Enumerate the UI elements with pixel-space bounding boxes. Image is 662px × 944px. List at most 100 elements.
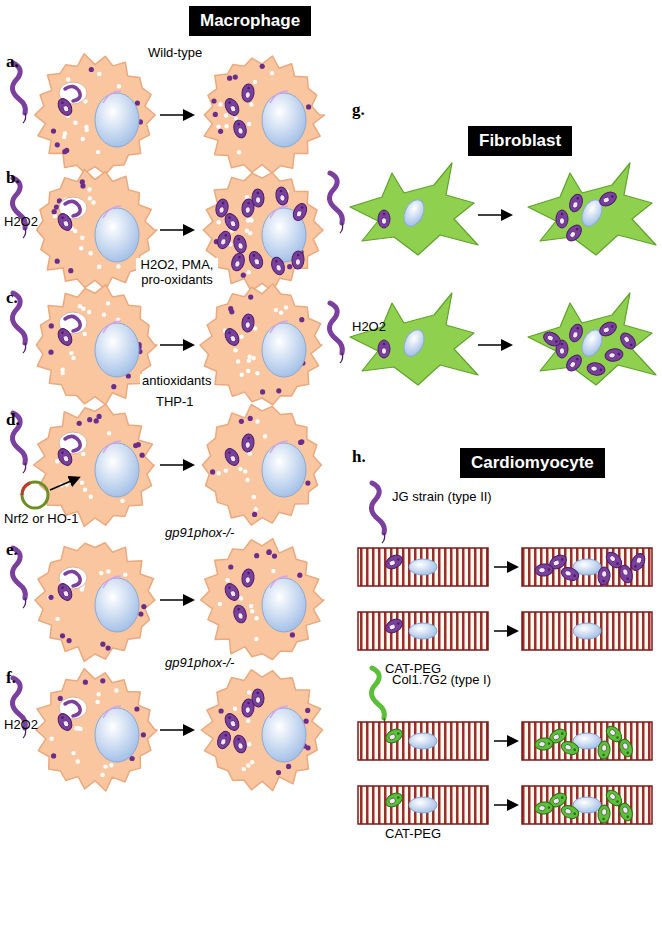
granule: [242, 767, 246, 771]
ellipse-shape: [62, 590, 70, 598]
ellipse-shape: [245, 706, 251, 713]
ellipse-shape: [252, 189, 265, 207]
trypomastigote: [329, 303, 342, 353]
purple-dot: [140, 453, 145, 458]
circle-shape: [383, 213, 386, 216]
macrophage-cell: [36, 669, 157, 791]
amastigote: [232, 734, 248, 755]
ellipse-shape: [623, 335, 631, 343]
ellipse-shape: [572, 331, 579, 339]
circle-shape: [548, 568, 551, 571]
circle-shape: [247, 572, 250, 575]
granule: [253, 80, 257, 84]
purple-dot: [233, 75, 238, 80]
granule: [246, 719, 250, 723]
granule: [107, 431, 111, 435]
circle-shape: [576, 327, 579, 330]
purple-dot: [260, 64, 265, 69]
annotation: gp91phox-/-: [165, 526, 234, 541]
ellipse-shape: [62, 335, 70, 343]
ellipse-shape: [388, 559, 396, 567]
granule: [254, 507, 258, 511]
ellipse-shape: [220, 238, 227, 246]
ellipse-shape: [214, 198, 229, 218]
ellipse-shape: [559, 565, 580, 582]
ellipse-shape: [597, 805, 611, 824]
granule: [55, 459, 59, 463]
granule: [218, 102, 222, 106]
arrow: [494, 630, 516, 632]
ellipse-shape: [564, 222, 585, 244]
circle-shape: [548, 806, 551, 809]
amastigote: [378, 210, 390, 228]
ellipse-shape: [617, 801, 634, 822]
nucleus: [95, 208, 139, 262]
purple-dot: [62, 149, 67, 154]
ellipse-shape: [388, 797, 396, 805]
granule: [274, 308, 278, 312]
macrophage-cell: [35, 54, 156, 175]
purple-dot: [306, 104, 311, 109]
ellipse-shape: [55, 96, 74, 118]
circle-shape: [247, 317, 250, 320]
granule: [95, 700, 99, 704]
granule: [100, 773, 104, 777]
amastigote: [292, 251, 305, 270]
amastigote: [55, 581, 74, 603]
purple-dot: [100, 642, 105, 647]
granule: [279, 311, 283, 315]
circle-shape: [61, 586, 65, 590]
circle-shape: [561, 558, 565, 562]
granule: [224, 124, 228, 128]
ellipse-shape: [378, 210, 390, 228]
internal-trypo: [65, 701, 80, 716]
amastigote: [383, 790, 405, 809]
circle-shape: [383, 343, 386, 346]
nucleus-highlight: [103, 91, 121, 103]
purple-dot: [133, 443, 138, 448]
granule: [91, 200, 95, 204]
purple-dot: [266, 550, 271, 555]
circle-shape: [573, 748, 576, 751]
arrow: [160, 344, 192, 346]
amastigote: [564, 222, 585, 244]
annotation: JG strain (type II): [392, 490, 492, 505]
panel-letter: e.: [6, 540, 18, 560]
granule: [89, 251, 93, 255]
purple-dot: [297, 573, 302, 578]
circle-shape: [397, 622, 401, 626]
granule: [103, 764, 107, 768]
arrow: [478, 214, 510, 216]
ellipse-shape: [538, 805, 545, 811]
purple-dot: [141, 732, 146, 737]
ellipse-shape: [295, 210, 303, 218]
flagellum: [23, 228, 26, 238]
amastigote: [269, 255, 286, 276]
purple-dot: [89, 67, 94, 72]
arrow: [494, 740, 516, 742]
purple-dot: [100, 678, 105, 683]
ellipse-shape: [381, 348, 386, 355]
cardiomyocyte-cell: [358, 722, 488, 760]
circle-shape: [247, 702, 250, 705]
ellipse-shape: [218, 206, 224, 214]
purple-dot: [67, 638, 72, 643]
cardiomyocyte-cell: [522, 612, 652, 650]
ellipse-shape: [608, 352, 615, 358]
ellipse-shape: [245, 576, 251, 583]
amastigote: [241, 433, 255, 452]
ellipse-shape: [618, 330, 639, 352]
ellipse-shape: [229, 455, 237, 463]
nucleus: [95, 708, 139, 762]
internal-trypo: [65, 436, 80, 451]
granule: [252, 495, 256, 499]
granule: [254, 616, 258, 620]
granule: [83, 488, 87, 492]
ellipse-shape: [381, 218, 386, 225]
fibroblast-cell: [528, 163, 656, 255]
panel-letter: c.: [6, 288, 18, 308]
granule: [89, 495, 93, 499]
nucleus: [262, 93, 306, 147]
ellipse-shape: [622, 806, 629, 814]
granule: [245, 478, 249, 482]
